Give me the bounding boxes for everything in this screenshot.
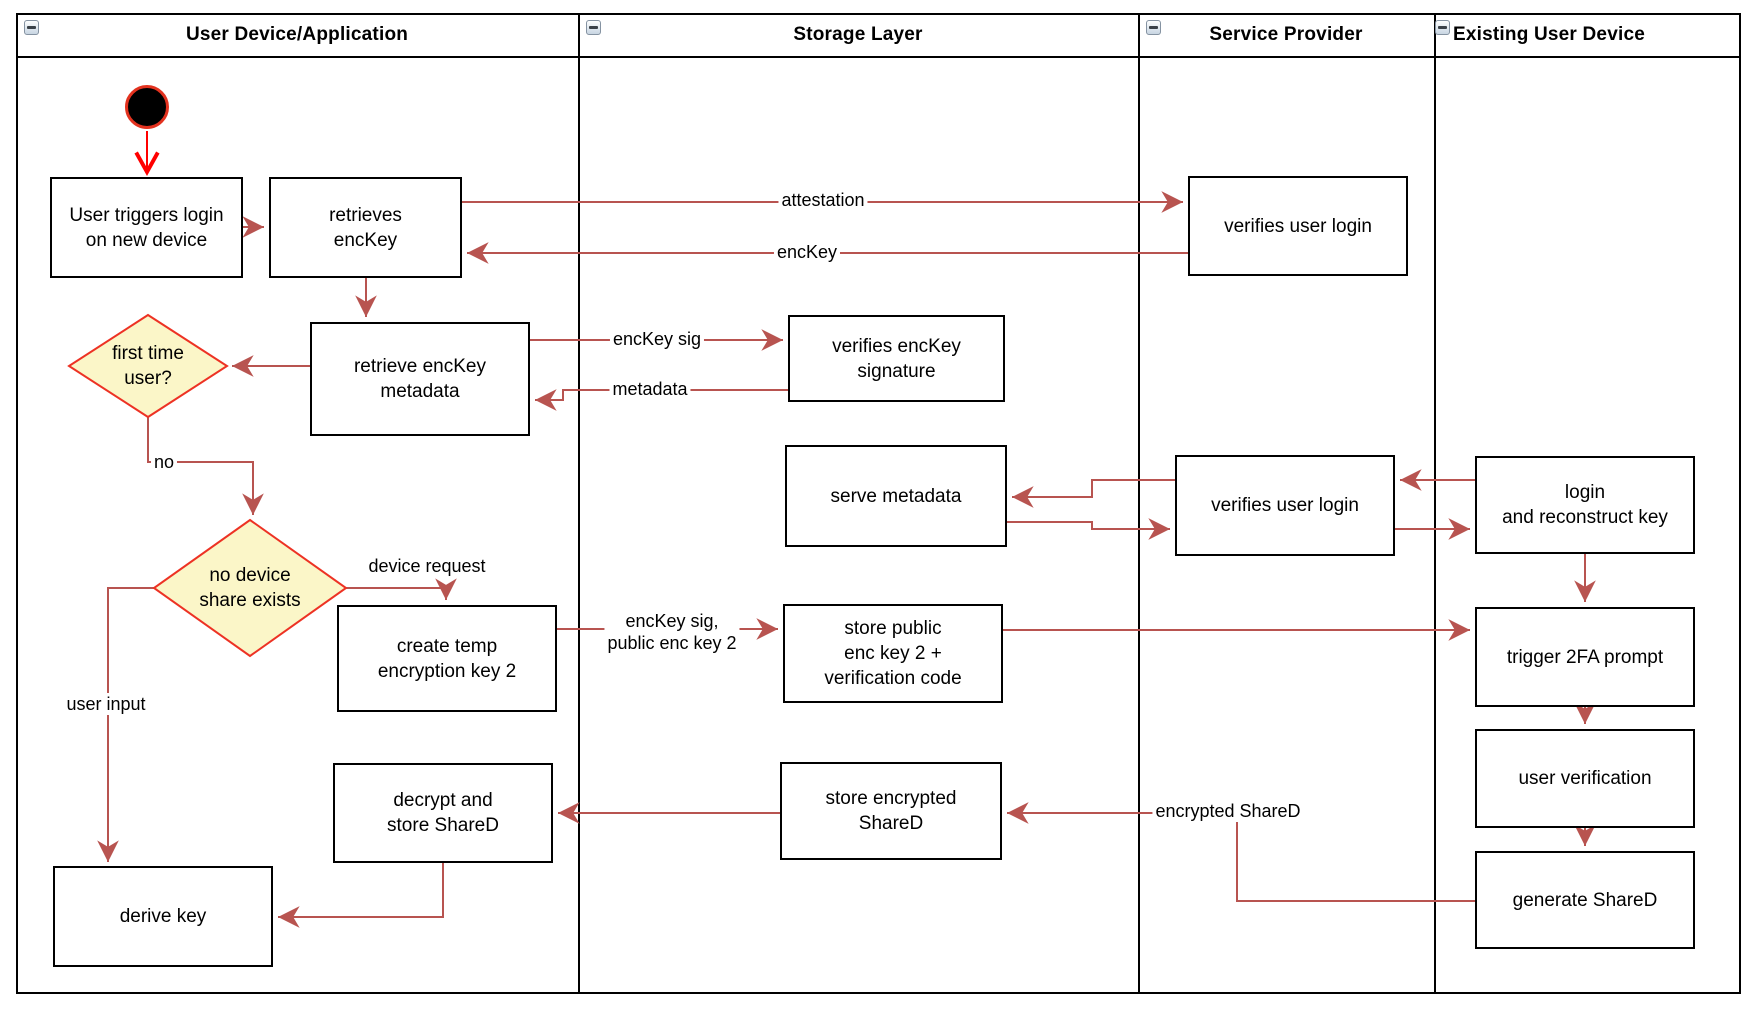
lane-divider — [1434, 13, 1436, 994]
edge-firsttime-no-to-noshare — [147, 417, 264, 515]
edge-servemeta-to-verifiesmid — [1007, 518, 1170, 540]
edge-label-user-input: user input — [63, 693, 149, 715]
minus-icon — [1149, 26, 1158, 29]
lane-title-service-provider: Service Provider — [1209, 23, 1363, 45]
decision-first-time-user — [67, 313, 229, 419]
node-trigger-2fa-prompt: trigger 2FA prompt — [1475, 607, 1695, 707]
decision-label-no-device-share-exists: no device share exists — [199, 565, 301, 611]
collapse-icon[interactable] — [24, 20, 39, 35]
node-decrypt-and-store-shared: decrypt and store ShareD — [333, 763, 553, 863]
node-verifies-user-login-top: verifies user login — [1188, 176, 1408, 276]
edge-label-enckey-sig: encKey sig — [609, 328, 705, 350]
lane-divider — [1138, 13, 1140, 994]
edge-label-device-request: device request — [365, 555, 489, 577]
lane-header-existing-user-device: Existing User Device — [1434, 13, 1741, 56]
lane-title-user-device-application: User Device/Application — [185, 23, 409, 45]
edge-label-attestation: attestation — [778, 189, 868, 211]
lane-header-service-provider: Service Provider — [1138, 13, 1434, 56]
collapse-icon[interactable] — [1435, 20, 1450, 35]
node-retrieve-enckey-metadata: retrieve encKey metadata — [310, 322, 530, 436]
node-login-and-reconstruct-key: login and reconstruct key — [1475, 456, 1695, 554]
node-derive-key: derive key — [53, 866, 273, 967]
minus-icon — [1438, 26, 1447, 29]
lane-header-separator — [16, 56, 1741, 58]
edge-noshare-user-input — [97, 587, 154, 862]
node-retrieves-enckey: retrieves encKey — [269, 177, 462, 278]
edge-label-metadata: metadata — [609, 378, 691, 400]
edge-noshare-to-createtemp — [346, 578, 457, 600]
collapse-icon[interactable] — [1146, 20, 1161, 35]
lane-header-storage-layer: Storage Layer — [578, 13, 1138, 56]
node-serve-metadata: serve metadata — [785, 445, 1007, 547]
edge-decrypt-to-derive — [278, 863, 444, 928]
decision-no-device-share-exists — [152, 518, 348, 658]
edge-label-encrypted-shared: encrypted ShareD — [1152, 800, 1304, 822]
node-verifies-user-login-mid: verifies user login — [1175, 455, 1395, 556]
node-user-verification: user verification — [1475, 729, 1695, 828]
lane-header-user-device-application: User Device/Application — [16, 13, 578, 56]
diagram-frame — [16, 13, 1741, 994]
node-verifies-enckey-signature: verifies encKey signature — [788, 315, 1005, 402]
collapse-icon[interactable] — [586, 20, 601, 35]
minus-icon — [27, 26, 36, 29]
node-generate-shared: generate ShareD — [1475, 851, 1695, 949]
lane-title-storage-layer: Storage Layer — [793, 23, 923, 45]
edge-label-enckey-sig-public: encKey sig, public enc key 2 — [604, 610, 740, 654]
edge-label-no: no — [150, 451, 178, 473]
node-store-encrypted-shared: store encrypted ShareD — [780, 762, 1002, 860]
node-user-triggers-login: User triggers login on new device — [50, 177, 243, 278]
node-store-public-enc-key: store public enc key 2 + verification co… — [783, 604, 1003, 703]
edge-generate-to-storeencrypted — [1006, 802, 1475, 902]
node-create-temp-encryption-key: create temp encryption key 2 — [337, 605, 557, 712]
edge-label-enckey: encKey — [773, 241, 841, 263]
edge-verifiesmid-to-servemeta — [1011, 479, 1175, 508]
minus-icon — [589, 26, 598, 29]
start-node — [125, 85, 169, 129]
lane-title-existing-user-device: Existing User Device — [1453, 23, 1645, 45]
lane-divider — [578, 13, 580, 994]
decision-label-first-time-user: first time user? — [112, 343, 184, 389]
